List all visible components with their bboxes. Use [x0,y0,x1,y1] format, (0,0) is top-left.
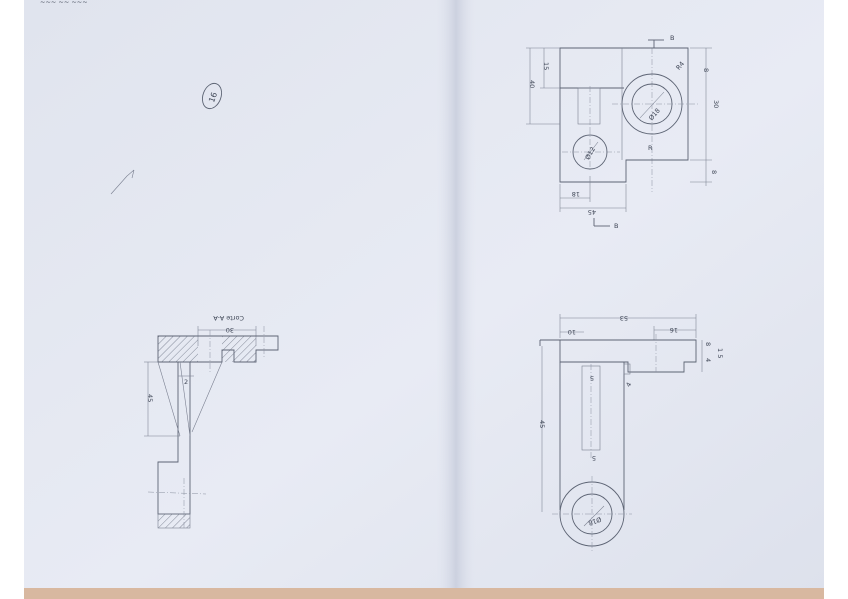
side-flange-t2-dim: 4 [704,358,712,362]
bottom-marker-b: B [614,222,618,230]
paper-fold [436,0,476,592]
top-left-scribble: ~~~ ~~ ~~~ [40,0,88,6]
bottom-width-dim: 45 [588,208,596,216]
sheet-number: 16 [207,91,219,104]
side-left-width-dim: 10 [568,328,576,336]
side-arm-length-dim: 45 [538,420,546,428]
section-title: Corte A-A [213,314,244,322]
right-total-dim: 30 [712,100,720,108]
section-depth-dim: 2 [184,378,188,386]
left-offset-dim: 18 [572,190,580,198]
fillet-dim: R4 [674,60,686,72]
side-right-width-dim: 16 [670,326,678,334]
radius-r: R [648,144,653,152]
top-view-drawing: B Ø18 Ø12 R4 R 40 15 8 [526,34,720,230]
side-tab-mark: 4 [624,381,633,389]
top-marker-b: B [670,34,674,42]
pencil-stroke [110,169,135,195]
section-height-dim: 45 [146,394,154,402]
bottom-strip [24,588,824,599]
section-view-drawing: Corte A-A 30 2 45 [144,314,279,530]
sheet-number-mark: 16 [201,82,223,110]
side-slot-top-dim: 5 [590,374,594,382]
paper-sheet [24,0,824,592]
right-bottom-dim: 8 [710,170,718,174]
side-flange-t1-dim: 8 [704,342,712,346]
side-slot-width-dim: 5 [592,454,596,462]
section-top-width-dim: 30 [226,326,234,334]
side-note-dim: 1 5 [716,348,724,358]
side-total-width-dim: 53 [620,314,628,322]
step-height-dim: 15 [542,62,550,70]
side-view-drawing: 53 16 10 5 5 8 4 1 5 4 45 Ø18 [538,314,724,552]
right-top-dim: 8 [702,68,710,72]
outer-height-dim: 40 [528,80,536,88]
